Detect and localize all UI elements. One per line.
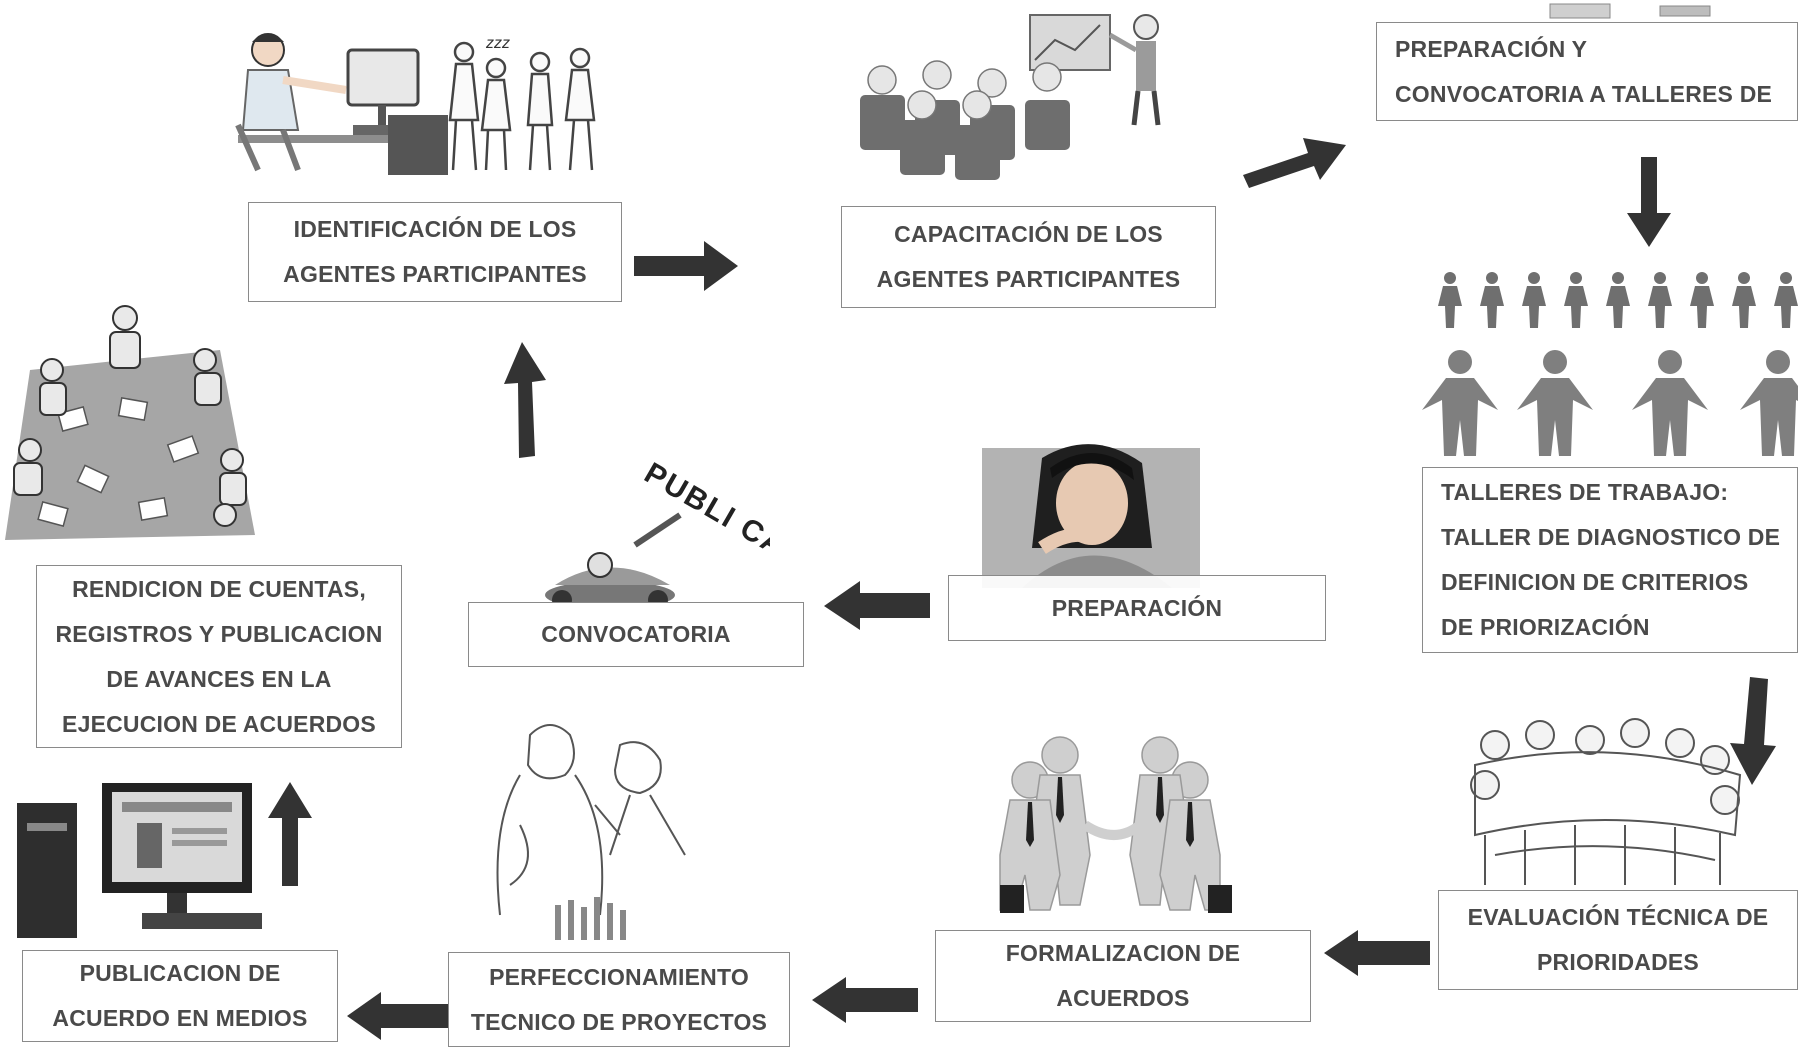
step-preparacion-line-1: PREPARACIÓN <box>1051 594 1223 621</box>
meeting-table-illustration <box>5 305 255 540</box>
desktop-computer-illustration <box>17 783 262 938</box>
workshop-top-illustration <box>1549 3 1711 19</box>
classroom-illustration <box>860 14 1161 180</box>
step-talleres-line-4: DE PRIORIZACIÓN <box>1441 614 1650 640</box>
step-convocatoria-line-1: CONVOCATORIA <box>541 621 731 647</box>
group-discussion-illustration <box>1470 718 1742 885</box>
step-talleres-line-2: TALLER DE DIAGNOSTICO DE <box>1441 524 1781 550</box>
step-perfeccionamiento-line-2: TECNICO DE PROYECTOS <box>470 1008 768 1035</box>
step-evaluacion-line-1: EVALUACIÓN TÉCNICA DE <box>1467 904 1769 930</box>
step-preparacion: PREPARACIÓN <box>948 575 1326 641</box>
people-small-row-illustration <box>1438 272 1798 328</box>
step-evaluacion-line-2: PRIORIDADES <box>1537 949 1699 975</box>
step-rendicion-line-2: REGISTROS Y PUBLICACION <box>55 620 383 647</box>
arrow-perfeccionamiento-to-publicacion <box>347 992 453 1040</box>
computer-queue-illustration: zzz <box>235 33 596 175</box>
step-rendicion: RENDICION DE CUENTAS, REGISTROS Y PUBLIC… <box>36 565 402 748</box>
arrow-evaluacion-to-formalizacion <box>1324 930 1430 976</box>
step-convocatoria: CONVOCATORIA <box>468 602 804 667</box>
step-talleres-line-1: TALLERES DE TRABAJO: <box>1441 479 1729 505</box>
step-identificacion-line-2: AGENTES PARTICIPANTES <box>283 261 587 287</box>
step-perfeccionamiento-line-1: PERFECCIONAMIENTO <box>489 963 749 990</box>
arrow-identificacion-to-capacitacion <box>634 241 738 291</box>
arrow-preparacion-to-convocatoria <box>824 581 930 630</box>
step-formalizacion-line-2: ACUERDOS <box>1056 985 1190 1011</box>
step-formalizacion-line-1: FORMALIZACION DE <box>1005 940 1241 966</box>
publicar-sign: PUBLI CAR <box>639 456 770 575</box>
step-perfeccionamiento: PERFECCIONAMIENTO TECNICO DE PROYECTOS <box>448 952 790 1047</box>
people-large-row-illustration <box>1422 350 1798 456</box>
arrow-publicacion-to-rendicion <box>268 782 312 886</box>
two-people-sketch-illustration <box>496 724 686 940</box>
arrow-preparacion-to-talleres <box>1627 157 1671 247</box>
step-publicacion: PUBLICACION DE ACUERDO EN MEDIOS <box>22 950 338 1042</box>
step-rendicion-line-1: RENDICION DE CUENTAS, <box>72 575 366 602</box>
step-capacitacion-line-2: AGENTES PARTICIPANTES <box>876 266 1181 292</box>
step-rendicion-line-3: DE AVANCES EN LA <box>106 665 332 692</box>
svg-text:zzz: zzz <box>485 35 510 52</box>
step-talleres: TALLERES DE TRABAJO: TALLER DE DIAGNOSTI… <box>1422 467 1798 653</box>
arrow-convocatoria-to-identificacion <box>504 342 546 458</box>
step-preparacion-convocatoria-line-2: CONVOCATORIA A TALLERES DE <box>1395 80 1773 107</box>
step-publicacion-line-2: ACUERDO EN MEDIOS <box>52 1005 308 1031</box>
step-talleres-line-3: DEFINICION DE CRITERIOS <box>1441 569 1749 595</box>
arrow-formalizacion-to-perfeccionamiento <box>812 977 918 1023</box>
step-evaluacion: EVALUACIÓN TÉCNICA DE PRIORIDADES <box>1438 890 1798 990</box>
step-capacitacion-line-1: CAPACITACIÓN DE LOS <box>894 221 1163 247</box>
woman-thinking-illustration <box>982 444 1200 588</box>
step-identificacion: IDENTIFICACIÓN DE LOS AGENTES PARTICIPAN… <box>248 202 622 302</box>
step-preparacion-convocatoria-line-1: PREPARACIÓN Y <box>1395 35 1588 62</box>
step-formalizacion: FORMALIZACION DE ACUERDOS <box>935 930 1311 1022</box>
car-publicar-illustration: PUBLI CAR <box>545 456 770 610</box>
step-rendicion-line-4: EJECUCION DE ACUERDOS <box>62 710 376 737</box>
step-identificacion-line-1: IDENTIFICACIÓN DE LOS <box>293 216 577 242</box>
step-preparacion-convocatoria: PREPARACIÓN Y CONVOCATORIA A TALLERES DE <box>1376 22 1798 121</box>
arrow-talleres-to-evaluacion <box>1730 677 1776 785</box>
step-capacitacion: CAPACITACIÓN DE LOS AGENTES PARTICIPANTE… <box>841 206 1216 308</box>
handshake-illustration <box>999 736 1232 913</box>
arrow-capacitacion-to-preparacion <box>1243 138 1346 188</box>
step-publicacion-line-1: PUBLICACION DE <box>79 960 281 986</box>
